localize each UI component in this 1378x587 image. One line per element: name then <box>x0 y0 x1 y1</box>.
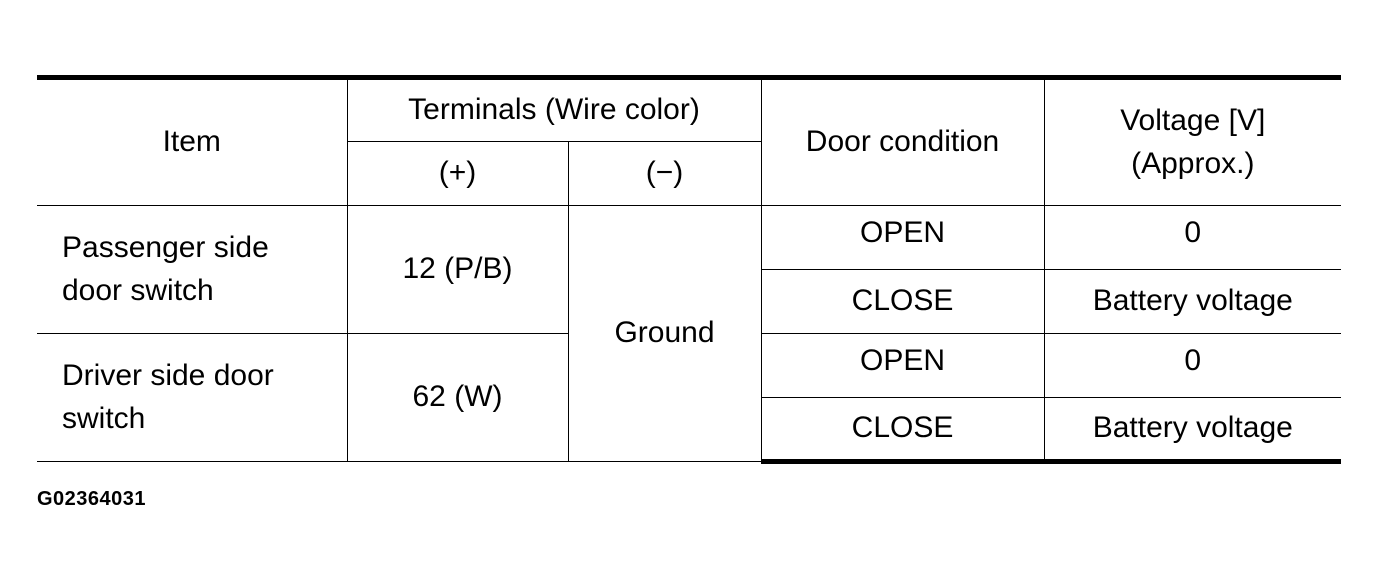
header-row-1: Item Terminals (Wire color) Door conditi… <box>37 75 1342 206</box>
door-condition-cell: CLOSE <box>761 269 1045 334</box>
table-row: CLOSE Battery voltage <box>37 397 1342 464</box>
header-voltage-line2: (Approx.) <box>1131 146 1255 180</box>
header-door-condition: Door condition <box>760 75 1045 206</box>
plus-terminal-cell: 62 (W) <box>346 333 569 462</box>
table-row: Driver side door switch 62 (W) OPEN 0 <box>37 333 1342 462</box>
header-item: Item <box>37 75 348 206</box>
voltage-cell: Battery voltage <box>1043 397 1342 464</box>
voltage-cell: 0 <box>1043 205 1342 270</box>
item-label-line1: Passenger side <box>62 230 269 264</box>
item-label-line2: door switch <box>62 273 214 307</box>
header-plus: (+) <box>346 141 569 206</box>
table-row: CLOSE Battery voltage <box>37 269 1342 334</box>
door-condition-cell: OPEN <box>760 333 1045 398</box>
header-terminals: Terminals (Wire color) <box>346 75 762 142</box>
item-label-line2: switch <box>62 401 146 435</box>
voltage-cell: Battery voltage <box>1043 269 1342 334</box>
table-row: Passenger side door switch 12 (P/B) Grou… <box>37 205 1342 462</box>
header-voltage: Voltage [V] (Approx.) <box>1043 75 1342 206</box>
item-label-line1: Driver side door <box>62 358 274 392</box>
door-condition-cell: CLOSE <box>761 397 1045 464</box>
header-voltage-line1: Voltage [V] <box>1120 103 1266 137</box>
door-condition-cell: OPEN <box>760 205 1045 270</box>
item-cell: Passenger side door switch <box>37 205 348 334</box>
header-row-2: (+) (−) <box>37 141 1341 206</box>
terminal-voltage-table: Item Terminals (Wire color) Door conditi… <box>37 75 1342 464</box>
item-cell: Driver side door switch <box>37 333 348 462</box>
terminal-voltage-table-wrapper: Item Terminals (Wire color) Door conditi… <box>37 75 1342 464</box>
header-minus: (−) <box>567 141 762 206</box>
minus-terminal-cell: Ground <box>567 205 762 462</box>
voltage-cell: 0 <box>1043 333 1342 398</box>
plus-terminal-cell: 12 (P/B) <box>346 205 569 334</box>
figure-code: G02364031 <box>37 488 147 510</box>
